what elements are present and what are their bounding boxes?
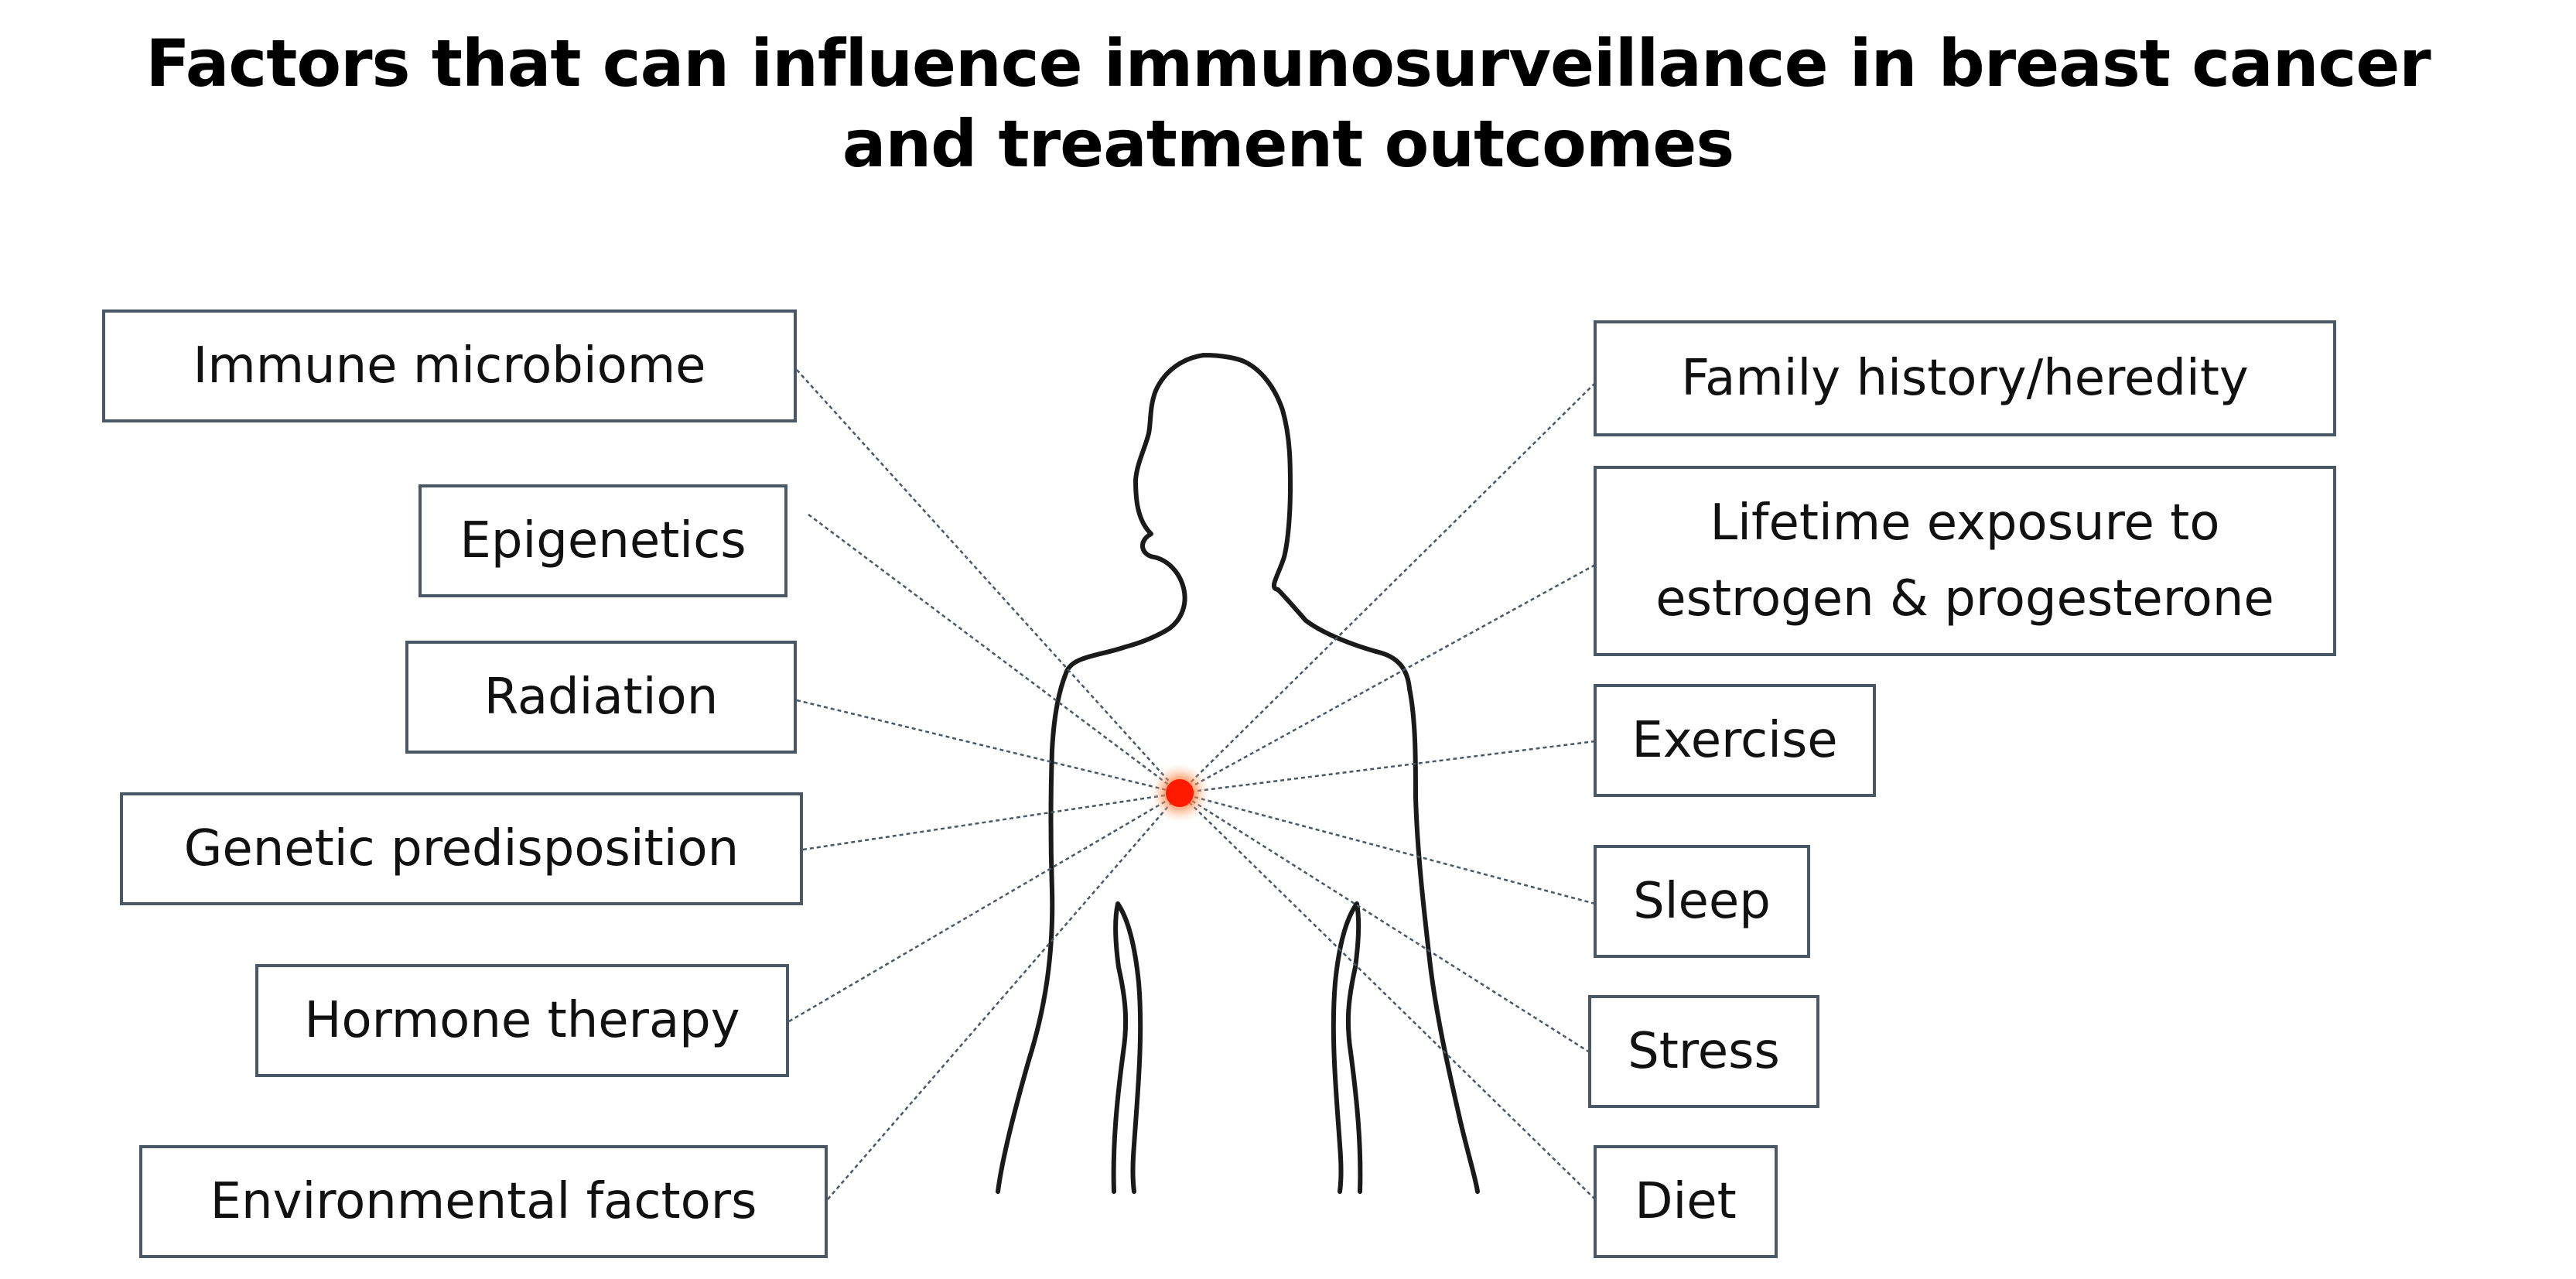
factor-box-environmental-factors: Environmental factors — [139, 1145, 828, 1258]
right-arm-inner-outline — [1331, 901, 1363, 1194]
connector-epigenetics — [808, 514, 1180, 794]
factor-label-family-history: Family history/heredity — [1681, 350, 2249, 407]
connector-environmental-factors — [827, 792, 1180, 1200]
factor-box-epigenetics: Epigenetics — [419, 484, 787, 597]
factor-label-lifetime-exposure: Lifetime exposure to estrogen & progeste… — [1655, 494, 2274, 628]
connector-stress — [1179, 792, 1590, 1054]
factor-label-stress: Stress — [1628, 1023, 1780, 1080]
factor-label-exercise: Exercise — [1631, 712, 1838, 769]
right-torso-outline — [1407, 686, 1480, 1194]
factor-box-sleep: Sleep — [1594, 845, 1810, 958]
connector-immune-microbiome — [796, 369, 1180, 794]
factor-label-hormone-therapy: Hormone therapy — [304, 992, 740, 1049]
left-torso-outline — [996, 671, 1068, 1194]
connector-radiation — [796, 699, 1180, 795]
connector-diet — [1179, 792, 1596, 1200]
connector-family-history — [1179, 382, 1596, 794]
connector-lines — [788, 369, 1596, 1200]
factor-box-exercise: Exercise — [1594, 684, 1876, 797]
factor-label-epigenetics: Epigenetics — [460, 512, 746, 569]
factor-box-immune-microbiome: Immune microbiome — [102, 309, 797, 422]
body-silhouette — [996, 353, 1480, 1194]
factor-box-family-history: Family history/heredity — [1594, 320, 2336, 436]
factor-label-radiation: Radiation — [483, 669, 719, 726]
figure-title: Factors that can influence immunosurveil… — [145, 26, 2431, 182]
connector-sleep — [1179, 792, 1596, 905]
left-arm-inner-outline — [1111, 901, 1143, 1194]
connector-lifetime-exposure — [1179, 563, 1596, 795]
connector-genetic-predisposition — [802, 792, 1180, 851]
connector-exercise — [1179, 740, 1596, 795]
factor-label-diet: Diet — [1635, 1173, 1737, 1230]
focus-point — [1166, 779, 1194, 807]
factor-label-environmental-factors: Environmental factors — [210, 1173, 757, 1230]
factor-box-lifetime-exposure: Lifetime exposure to estrogen & progeste… — [1594, 466, 2336, 656]
factor-label-genetic-predisposition: Genetic predisposition — [183, 820, 740, 877]
factor-label-immune-microbiome: Immune microbiome — [193, 337, 706, 395]
head-outline — [1064, 353, 1412, 691]
connector-hormone-therapy — [788, 792, 1180, 1023]
factor-box-diet: Diet — [1594, 1145, 1778, 1258]
factor-box-radiation: Radiation — [405, 641, 797, 754]
factor-label-sleep: Sleep — [1633, 873, 1771, 930]
factor-box-stress: Stress — [1588, 995, 1819, 1108]
factor-box-genetic-predisposition: Genetic predisposition — [120, 792, 803, 905]
factor-box-hormone-therapy: Hormone therapy — [255, 964, 789, 1077]
